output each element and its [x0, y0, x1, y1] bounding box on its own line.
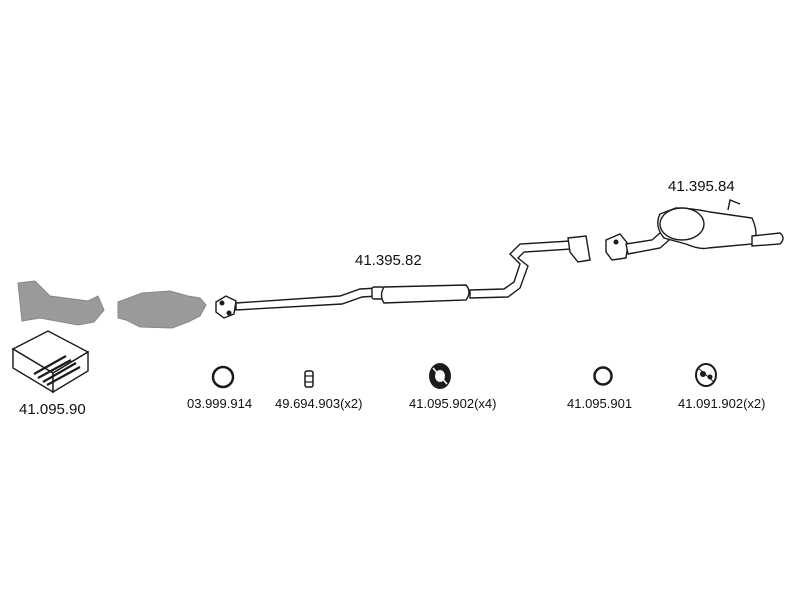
mounting-kit-box: [11, 330, 90, 394]
part-label-middle-section: 41.395.82: [355, 252, 422, 269]
part-label-front-kit: 41.095.90: [19, 401, 86, 418]
part-label-mount-b: 41.091.902(x2): [678, 396, 766, 411]
part-label-ring-2: 41.095.901: [567, 396, 633, 411]
part-label-ring-1: 03.999.914: [187, 396, 253, 411]
part-label-rear-muffler: 41.395.84: [668, 178, 735, 195]
front-downpipe-part: [17, 280, 105, 326]
middle-section-pipe: [215, 235, 591, 319]
catalytic-converter-part: [117, 290, 207, 329]
rubber-hanger-icon: [695, 363, 717, 387]
rear-muffler: [605, 199, 784, 261]
gasket-ring-icon: [211, 365, 235, 389]
rubber-mount-icon: [429, 363, 451, 389]
clamp-icon: [304, 370, 314, 388]
gasket-ring-icon: [593, 366, 613, 386]
part-label-clamp: 49.694.903(x2): [275, 396, 363, 411]
part-label-mount-a: 41.095.902(x4): [409, 396, 497, 411]
